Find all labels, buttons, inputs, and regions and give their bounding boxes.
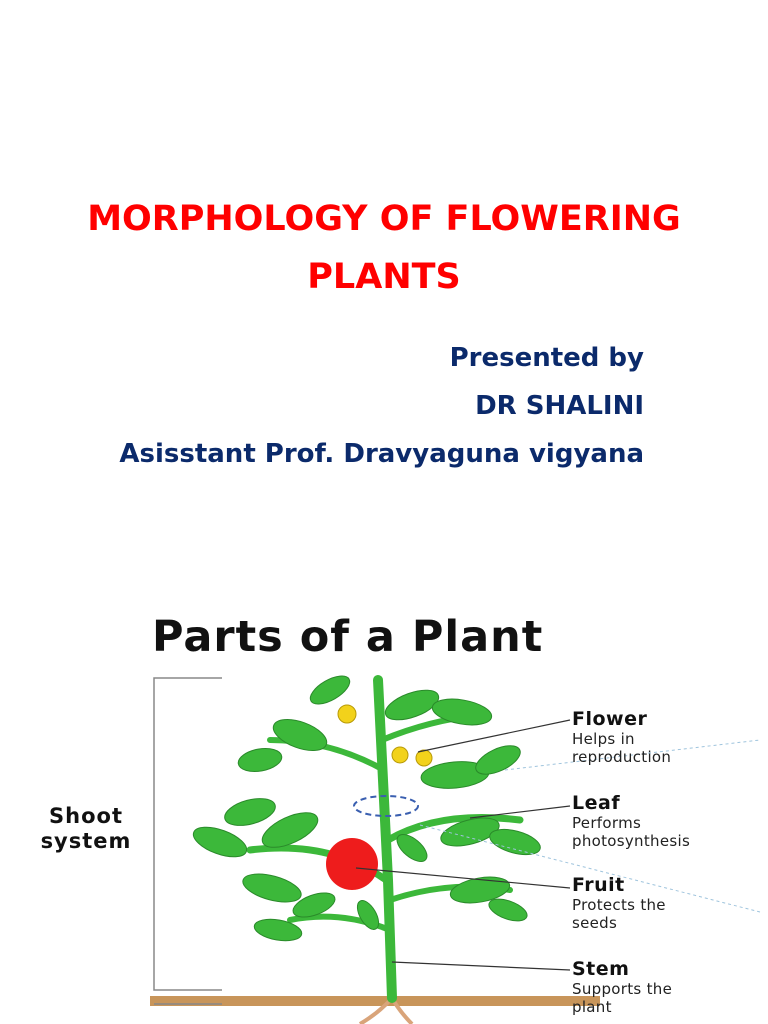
shoot-bracket [153, 677, 222, 991]
presenter-name: DR SHALINI [475, 391, 644, 421]
part-name: Leaf [572, 792, 621, 814]
slide-title: MORPHOLOGY OF FLOWERING PLANTS [87, 199, 681, 297]
part-stem: Stem Supports the plant [572, 958, 672, 1016]
node-marker [353, 795, 419, 817]
pointer-lines [355, 719, 571, 971]
flowers [337, 704, 433, 767]
presented-by-label: Presented by [449, 343, 644, 373]
part-description: Helps in reproduction [572, 730, 672, 766]
diagram-title: Parts of a Plant [152, 612, 544, 662]
part-description: Protects the seeds [572, 896, 666, 932]
part-fruit: Fruit Protects the seeds [572, 874, 666, 932]
part-leaf: Leaf Performs photosynthesis [572, 792, 690, 850]
presenter-block: Presented by DR SHALINI Asisstant Prof. … [119, 334, 644, 478]
part-name: Flower [572, 708, 648, 730]
part-description: Performs photosynthesis [572, 814, 691, 850]
part-flower: Flower Helps in reproduction [572, 708, 671, 766]
part-description: Supports the plant [572, 980, 673, 1016]
fruit [326, 838, 378, 890]
soil-layer [150, 996, 600, 1006]
part-name: Fruit [572, 874, 625, 896]
part-name: Stem [572, 958, 630, 980]
leaves [192, 675, 541, 942]
shoot-system-label: Shoot system [40, 804, 132, 853]
presenter-designation: Asisstant Prof. Dravyaguna vigyana [119, 439, 644, 469]
guide-lines [419, 739, 761, 913]
